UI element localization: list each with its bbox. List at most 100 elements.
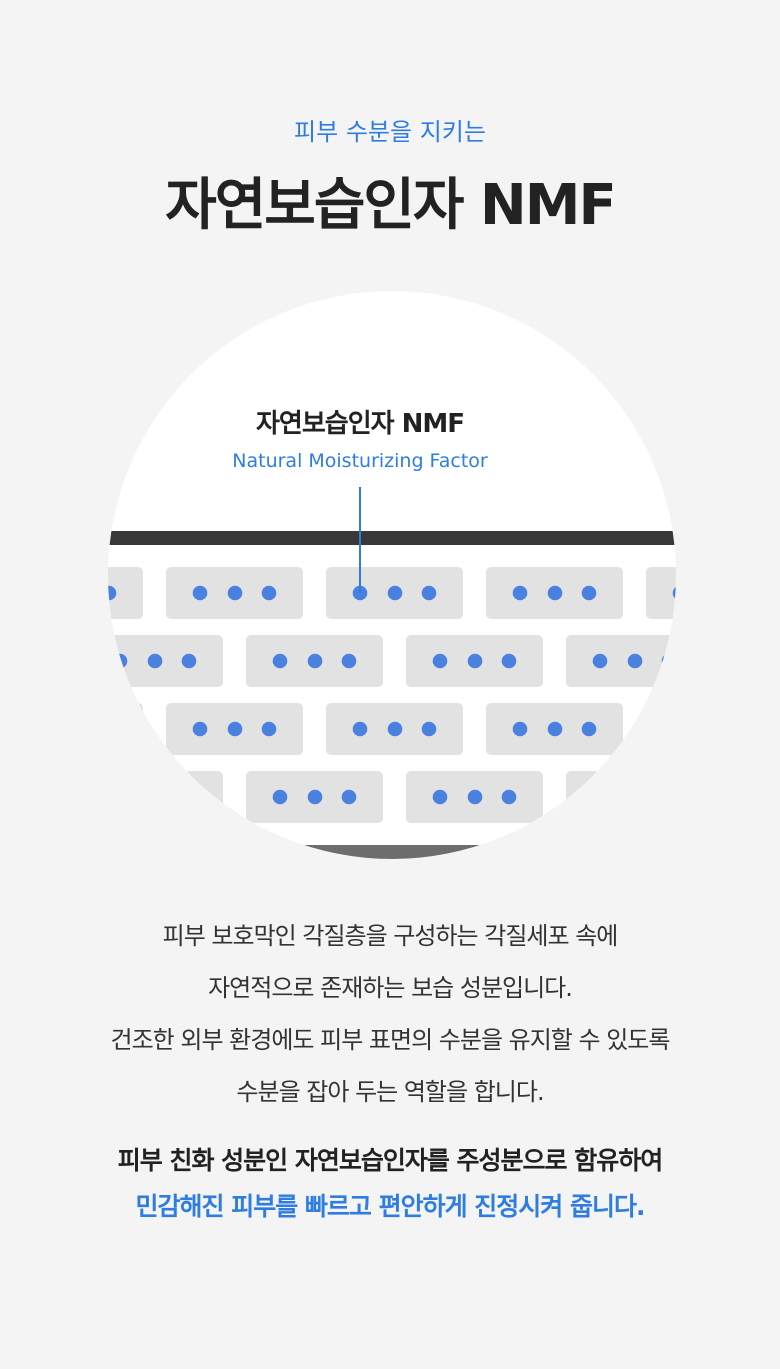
skin-cell xyxy=(326,567,463,619)
skin-cell xyxy=(108,635,223,687)
nmf-dot xyxy=(192,721,208,737)
highlight-line-1: 피부 친화 성분인 자연보습인자를 주성분으로 함유하여 xyxy=(117,1146,664,1175)
skin-cell-body xyxy=(108,703,143,755)
nmf-dot xyxy=(672,721,676,737)
skin-cell xyxy=(33,567,143,619)
skin-cell-body xyxy=(0,635,63,687)
highlight-line-2: 민감해진 피부를 빠르고 편안하게 진정시켜 줍니다. xyxy=(135,1192,645,1221)
nmf-dot xyxy=(432,653,448,669)
nmf-dot xyxy=(108,721,117,737)
skin-cell xyxy=(726,635,780,687)
nmf-dot xyxy=(112,653,128,669)
skin-cell-body xyxy=(566,771,676,823)
nmf-dot xyxy=(68,586,83,601)
nmf-dot xyxy=(272,653,288,669)
nmf-dot xyxy=(753,654,768,669)
skin-cell-body xyxy=(646,703,676,755)
skin-cell xyxy=(646,567,757,619)
nmf-dot xyxy=(0,654,2,669)
nmf-dot xyxy=(742,722,757,737)
highlight: 피부 친화 성분인 자연보습인자를 주성분으로 함유하여 민감해진 피부를 빠르… xyxy=(0,1138,780,1230)
nmf-dot xyxy=(307,789,323,805)
nmf-dot xyxy=(467,789,483,805)
skin-cell xyxy=(406,771,543,823)
nmf-dot xyxy=(33,722,48,737)
nmf-dot xyxy=(592,789,608,805)
nmf-dot xyxy=(22,654,37,669)
skin-cell-body xyxy=(646,567,676,619)
nmf-dot xyxy=(352,721,368,737)
nmf-dot xyxy=(581,721,597,737)
nmf-dot xyxy=(387,585,403,601)
nmf-dot xyxy=(742,586,757,601)
description-line: 자연적으로 존재하는 보습 성분입니다. xyxy=(208,974,573,1002)
nmf-dot xyxy=(421,721,437,737)
skin-cell xyxy=(0,771,63,823)
skin-cell-body xyxy=(108,771,223,823)
nmf-dot xyxy=(672,585,676,601)
skin-cell xyxy=(726,771,780,823)
nmf-dot xyxy=(512,585,528,601)
nmf-illustration xyxy=(0,291,780,859)
nmf-dot xyxy=(581,585,597,601)
skin-cell-body xyxy=(726,635,780,687)
skin-cell-body xyxy=(0,771,63,823)
nmf-dot xyxy=(0,790,2,805)
nmf-dot xyxy=(261,721,277,737)
nmf-dot xyxy=(307,653,323,669)
skin-cell xyxy=(566,635,676,687)
nmf-dot xyxy=(68,722,83,737)
nmf-dot xyxy=(661,789,676,805)
nmf-dot xyxy=(512,721,528,737)
description: 피부 보호막인 각질층을 구성하는 각질세포 속에 자연적으로 존재하는 보습 … xyxy=(0,910,780,1118)
skin-bottom-bar xyxy=(108,845,676,859)
nmf-dot xyxy=(272,789,288,805)
skin-top-bar xyxy=(108,531,676,545)
nmf-dot xyxy=(547,585,563,601)
nmf-dot xyxy=(753,790,768,805)
nmf-dot xyxy=(592,653,608,669)
skin-cell xyxy=(486,703,623,755)
skin-cell xyxy=(246,771,383,823)
illustration-label-title: 자연보습인자 NMF xyxy=(256,409,465,439)
nmf-dot xyxy=(708,722,723,737)
nmf-dot xyxy=(147,789,163,805)
skin-cell xyxy=(246,635,383,687)
skin-cell xyxy=(33,703,143,755)
nmf-dot xyxy=(627,653,643,669)
nmf-dot xyxy=(421,585,437,601)
skin-cell xyxy=(406,635,543,687)
nmf-dot xyxy=(341,789,357,805)
nmf-dot xyxy=(33,586,48,601)
section-title: 자연보습인자 NMF xyxy=(165,173,616,238)
description-line: 피부 보호막인 각질층을 구성하는 각질세포 속에 xyxy=(162,922,619,950)
section-subtitle: 피부 수분을 지키는 xyxy=(294,118,486,146)
skin-cell xyxy=(0,635,63,687)
nmf-dot xyxy=(181,653,197,669)
skin-cell xyxy=(326,703,463,755)
nmf-dot xyxy=(708,586,723,601)
nmf-dot xyxy=(181,789,197,805)
nmf-dot xyxy=(22,790,37,805)
nmf-dot xyxy=(627,789,643,805)
nmf-dot xyxy=(432,789,448,805)
skin-cell xyxy=(566,771,676,823)
nmf-dot xyxy=(341,653,357,669)
nmf-dot xyxy=(227,585,243,601)
skin-cell xyxy=(166,703,303,755)
description-line: 건조한 외부 환경에도 피부 표면의 수분을 유지할 수 있도록 xyxy=(110,1026,671,1054)
nmf-dot xyxy=(112,789,128,805)
nmf-dot xyxy=(108,585,117,601)
skin-cell xyxy=(108,771,223,823)
skin-cell xyxy=(166,567,303,619)
nmf-dot xyxy=(261,585,277,601)
skin-cell xyxy=(646,703,757,755)
illustration-label-subtitle: Natural Moisturizing Factor xyxy=(232,450,488,472)
nmf-dot xyxy=(227,721,243,737)
nmf-dot xyxy=(501,789,517,805)
nmf-dot xyxy=(467,653,483,669)
nmf-dot xyxy=(661,653,676,669)
description-line: 수분을 잡아 두는 역할을 합니다. xyxy=(236,1078,544,1106)
skin-cell-body xyxy=(726,771,780,823)
skin-cell-body xyxy=(108,567,143,619)
